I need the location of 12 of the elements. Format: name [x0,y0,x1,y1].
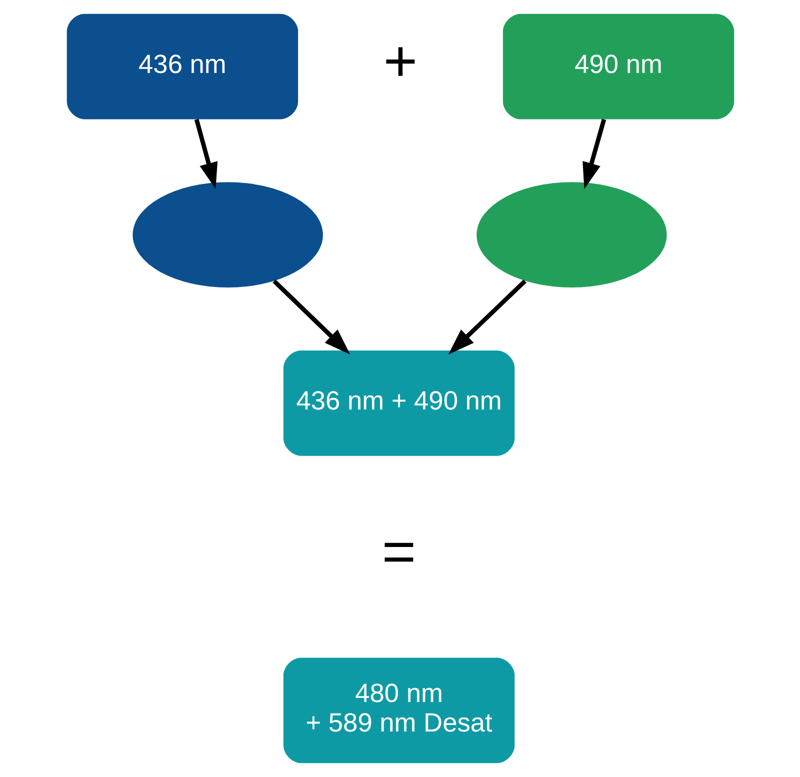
arrow [448,279,526,354]
node-box: 436 nm + 490 nm [282,350,514,456]
arrow [194,118,218,189]
label: = [381,519,416,584]
node-box: 436 nm [66,14,298,120]
arrow [272,279,350,354]
arrow [582,118,606,189]
node-semicircle [476,182,666,288]
node-box: 480 nm + 589 nm Desat [282,658,514,764]
label: + [382,29,418,94]
node-semicircle [132,182,322,288]
node-box: 490 nm [502,14,734,120]
